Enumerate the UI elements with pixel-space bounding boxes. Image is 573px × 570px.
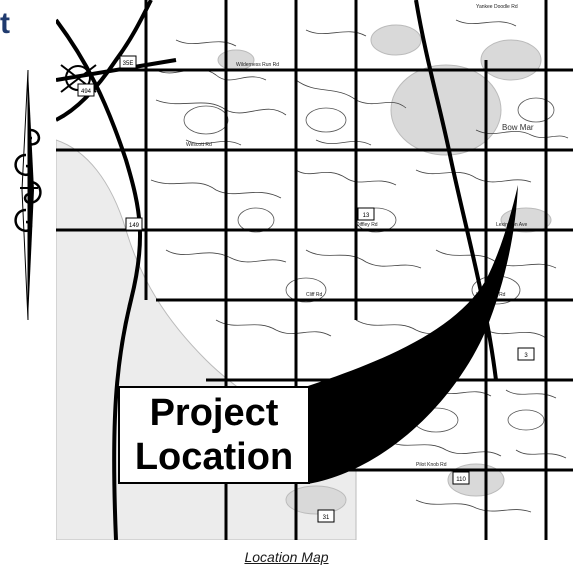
street-label: Wilderness Run Rd — [236, 62, 279, 68]
north-arrow-icon — [14, 70, 42, 320]
route-shield-label: 13 — [363, 213, 370, 219]
route-shield-label: 149 — [129, 223, 140, 229]
street-label: Cliff Rd — [306, 292, 323, 298]
route-shields: 35E 494 13 149 3 110 31 — [77, 55, 535, 523]
callout-wedge — [308, 185, 518, 484]
place-label: Bow Mar — [502, 123, 534, 132]
route-shield-label: 35E — [123, 61, 134, 67]
route-shield-label: 3 — [524, 353, 528, 359]
neighborhood-loops — [183, 97, 555, 433]
callout-line-project: Project — [149, 392, 279, 434]
callout-line-location: Location — [134, 436, 294, 478]
street-label: Diffley Rd — [356, 222, 378, 228]
route-shield-label: 110 — [456, 477, 466, 483]
page-heading-fragment: t — [0, 7, 10, 40]
map-caption: Location Map — [244, 549, 329, 565]
project-location-callout: Project Location — [118, 386, 310, 484]
route-shield-label: 494 — [81, 89, 92, 95]
street-label: Wescott Rd — [186, 142, 212, 148]
street-label: Pilot Knob Rd — [416, 462, 447, 468]
route-shield-label: 31 — [323, 515, 330, 521]
street-label: Yankee Doodle Rd — [476, 4, 518, 10]
